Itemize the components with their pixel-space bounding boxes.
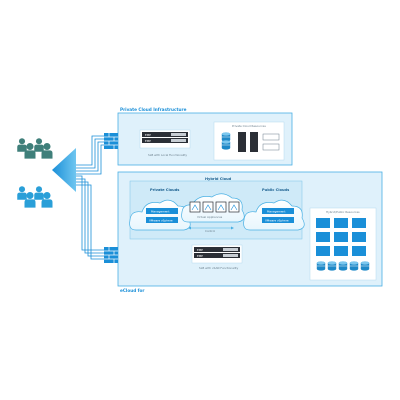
- private-infra-label: Private Cloud Infrastructure: [120, 107, 187, 112]
- server-rack-icon: [238, 132, 246, 152]
- server-rack-icon: EMP EMP: [139, 129, 191, 149]
- server-rack-icon: EMP EMP: [191, 244, 243, 264]
- private-resources-box: Private Cloud Resources: [213, 121, 285, 161]
- control-connector: Control: [188, 226, 234, 233]
- private-resources-label: Private Cloud Resources: [232, 124, 266, 128]
- database-icon: [316, 261, 370, 271]
- hybrid-resources-box: Hybrid/Public Resources: [309, 207, 377, 281]
- cloud-icon: Management VMware vSphere: [243, 199, 305, 231]
- vmware-label: VMware vSphere: [149, 219, 173, 223]
- management-label: Management: [151, 210, 170, 214]
- users-group-icon: [17, 138, 53, 159]
- users-group-icon: [17, 186, 53, 208]
- management-label: Management: [267, 210, 286, 214]
- private-clouds-label: Private Clouds: [150, 188, 179, 192]
- vmware-label: VMware vSphere: [265, 219, 289, 223]
- vm-grid: [316, 218, 366, 256]
- ecloud-label: eCloud for: [120, 288, 145, 293]
- server-rack-icon: [250, 132, 258, 152]
- hybrid-resources-label: Hybrid/Public Resources: [326, 210, 360, 214]
- public-clouds-label: Public Clouds: [262, 188, 289, 192]
- brand-label: EMP: [197, 248, 203, 252]
- firewall-icon: [103, 132, 119, 150]
- ecloud-panel: eCloud for Hybrid Cloud Private Clouds P…: [117, 171, 383, 293]
- hybrid-cloud-label: Hybrid Cloud: [205, 177, 232, 181]
- cloud-icon: Virtual Appliances: [181, 193, 245, 223]
- control-label: Control: [205, 229, 215, 233]
- virtual-appliances-label: Virtual Appliances: [197, 215, 223, 219]
- brand-label: EMP: [145, 139, 151, 143]
- arrow-left-icon: [52, 148, 76, 192]
- cloud-icon: Management VMware vSphere: [129, 199, 191, 231]
- private-device-label: SLB with Local Functionality: [148, 153, 187, 157]
- hybrid-device-label: SLB with vSAN Functionality: [199, 266, 239, 270]
- database-icon: [221, 132, 231, 150]
- firewall-icon: [103, 246, 119, 264]
- brand-label: EMP: [145, 133, 151, 137]
- virtual-appliance-icons: [189, 201, 240, 213]
- brand-label: EMP: [197, 254, 203, 258]
- private-cloud-panel: Private Cloud Infrastructure EMP EMP SLB…: [117, 107, 293, 166]
